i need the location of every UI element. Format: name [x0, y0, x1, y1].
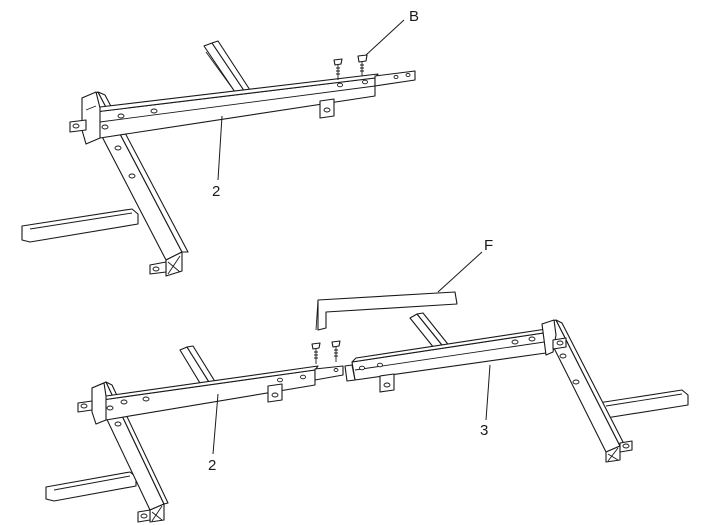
bottom-left-frame-assembly — [45, 340, 344, 523]
bottom-left-beam-bracket — [267, 383, 283, 403]
bottom-right-main-beam — [344, 327, 554, 382]
bottom-left-foot-rail — [45, 471, 137, 502]
leader-2-bottom — [212, 393, 219, 455]
bottom-right-frame-assembly — [344, 312, 689, 463]
top-bolt-right — [357, 54, 368, 76]
bottom-left-corner-post — [77, 382, 114, 425]
label-part-2-top: 2 — [212, 183, 220, 200]
hex-key-f — [315, 251, 483, 331]
top-frame-assembly — [21, 19, 416, 277]
top-beam-bracket — [319, 98, 335, 119]
top-center-channel — [203, 40, 251, 97]
label-part-3: 3 — [480, 422, 488, 439]
leader-f — [437, 251, 483, 293]
bottom-bolt-right — [331, 340, 341, 362]
label-part-2-bottom: 2 — [208, 457, 216, 474]
bottom-bolt-left — [311, 342, 321, 364]
bottom-right-beam-bracket — [379, 373, 395, 393]
label-b: B — [409, 8, 419, 25]
bottom-right-diagonal-leg — [541, 319, 633, 463]
top-bolt-left — [333, 58, 343, 80]
leader-3 — [485, 364, 491, 421]
leader-b — [365, 19, 405, 56]
top-left-foot-rail — [21, 208, 139, 243]
leader-2-top — [217, 115, 223, 181]
bottom-left-main-beam — [101, 365, 344, 421]
top-corner-post — [69, 91, 109, 145]
label-f: F — [484, 237, 493, 254]
bottom-right-corner-post — [541, 319, 567, 356]
top-main-beam — [94, 70, 416, 139]
bottom-right-foot-rail — [597, 389, 689, 419]
